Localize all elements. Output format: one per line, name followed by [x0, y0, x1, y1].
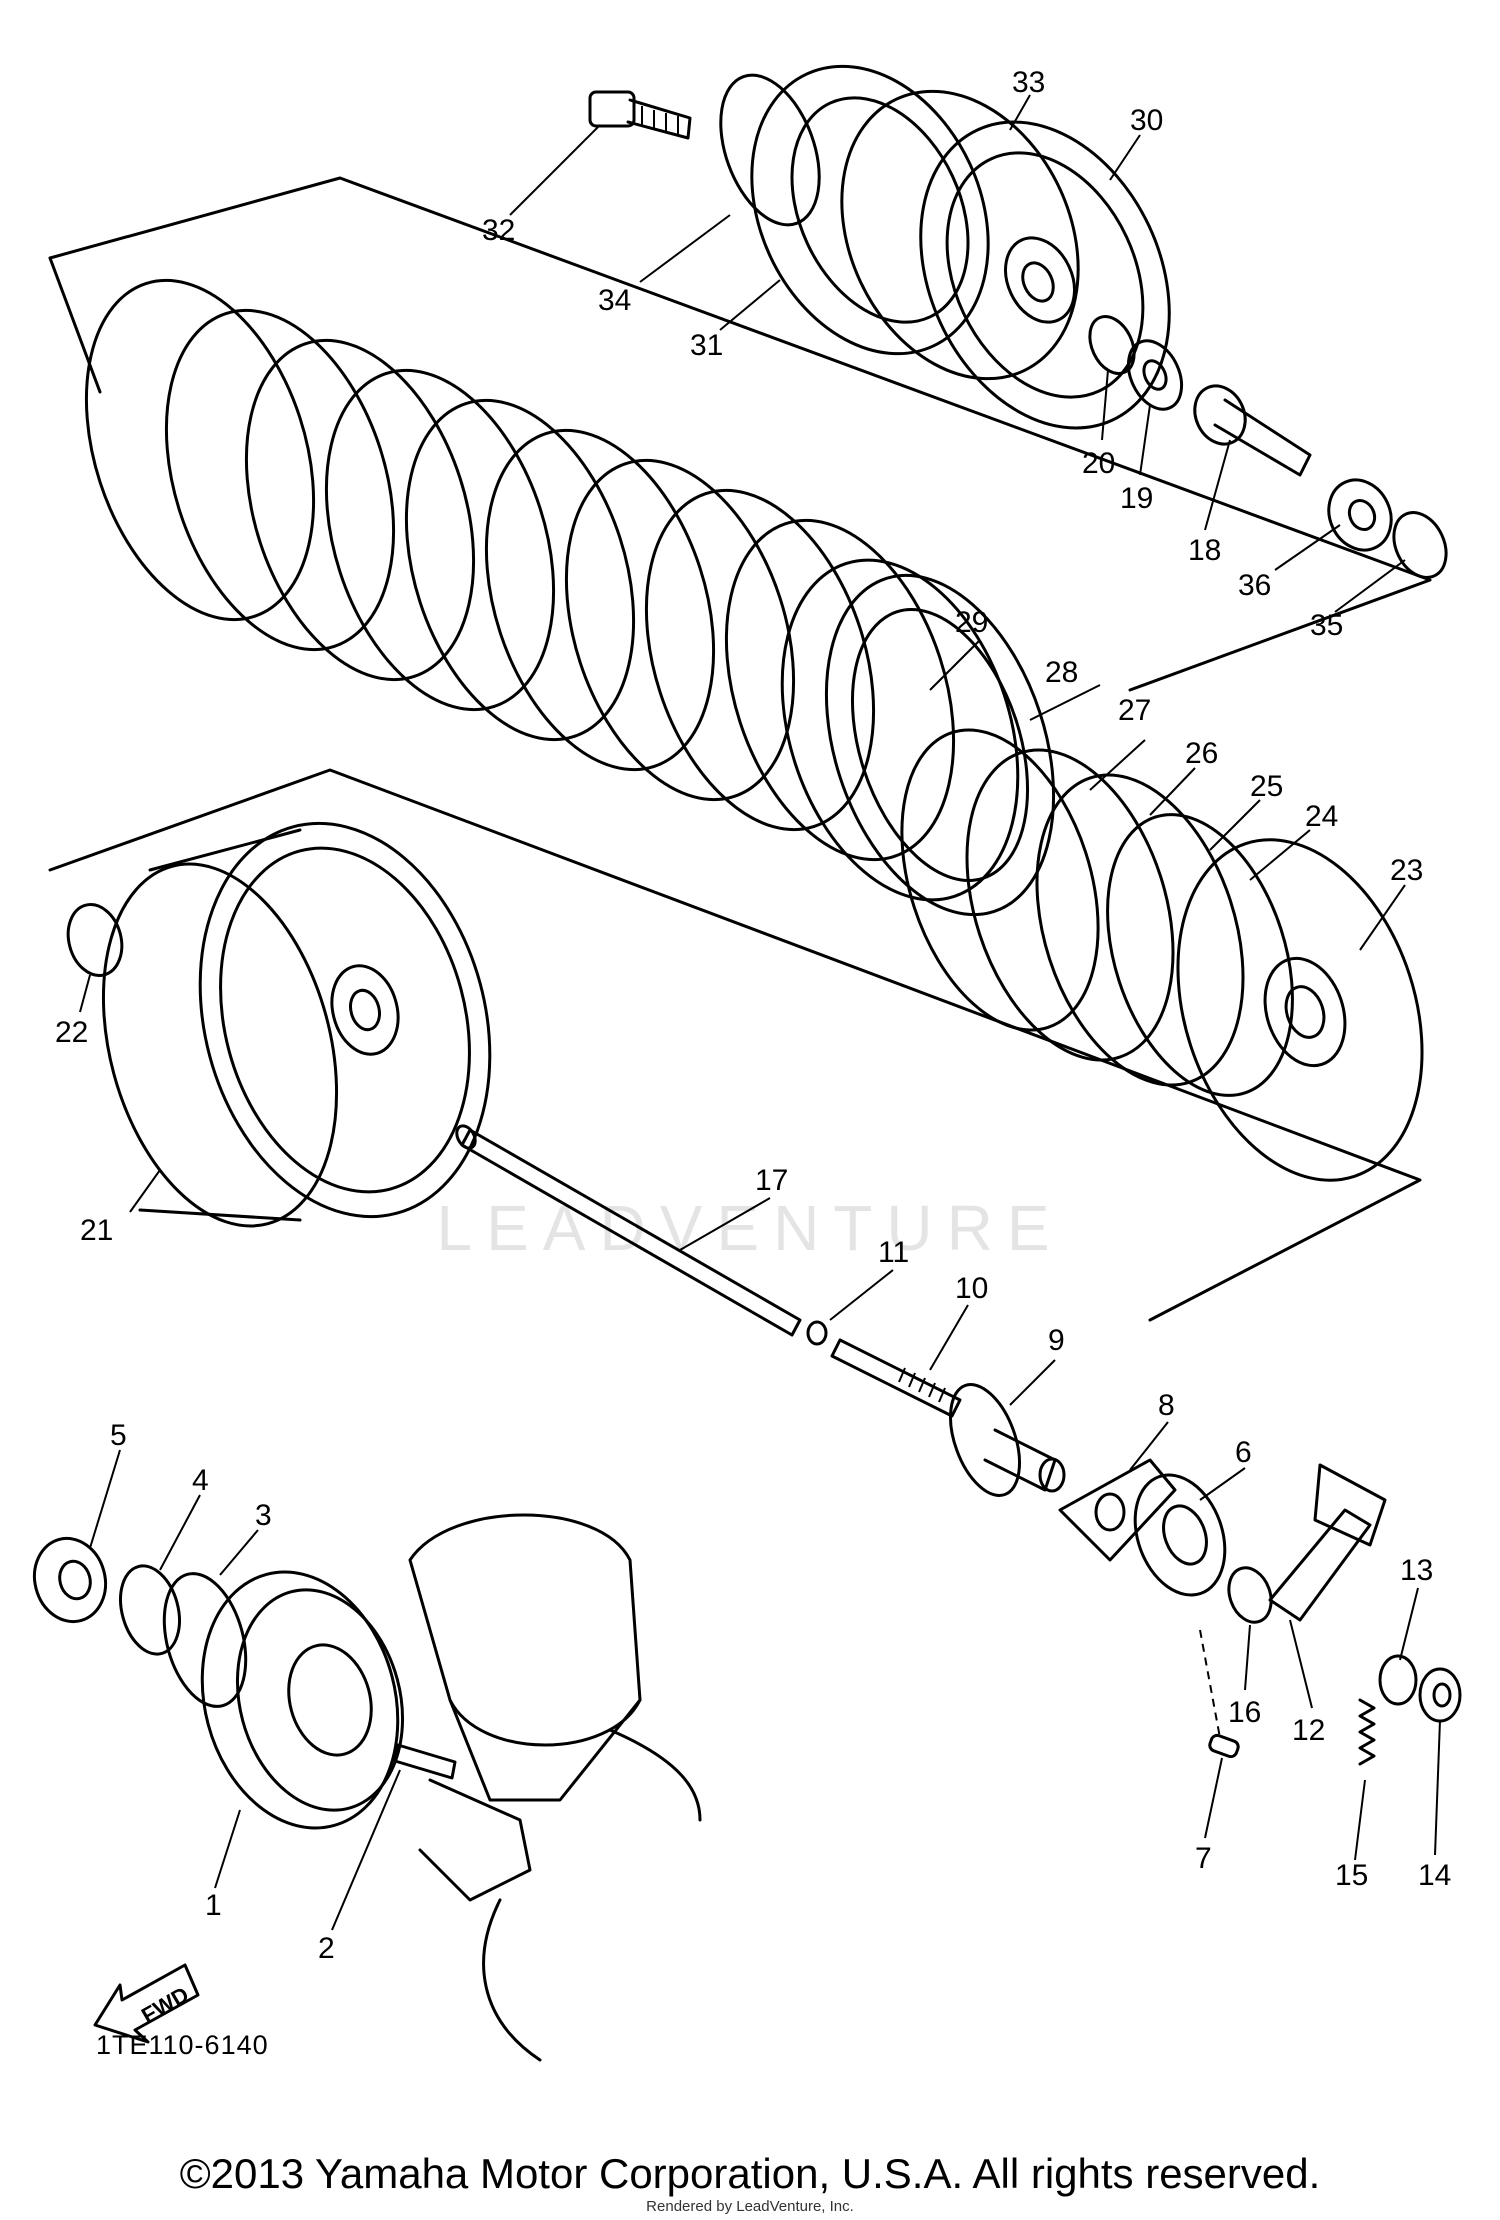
callout-22: 22 — [55, 1016, 88, 1049]
part-25-spring-seat — [1035, 773, 1245, 1087]
part-10-push-rod — [830, 1338, 962, 1418]
callout-20: 20 — [1082, 447, 1115, 480]
callout-24: 24 — [1305, 800, 1338, 833]
part-18-push-rod — [1193, 384, 1312, 477]
part-6-oil-seal — [1133, 1473, 1227, 1597]
part-30-pressure-plate — [919, 120, 1171, 430]
part-33-circlip — [840, 89, 1080, 381]
part-15-spring — [1358, 1698, 1376, 1766]
part-16-bushing — [1227, 1566, 1273, 1624]
callout-27: 27 — [1118, 694, 1151, 727]
callout-12: 12 — [1292, 1714, 1325, 1747]
part-9-push-lever-shaft — [949, 1383, 1066, 1497]
callout-18: 18 — [1188, 534, 1221, 567]
callout-8: 8 — [1158, 1389, 1175, 1422]
callout-31: 31 — [690, 329, 723, 362]
callout-26: 26 — [1185, 737, 1218, 770]
part-34-plate — [719, 73, 821, 227]
callout-33: 33 — [1012, 66, 1045, 99]
part-1-primary-drive-gear — [200, 1570, 405, 1830]
part-4-lock-washer — [119, 1564, 181, 1656]
callout-10: 10 — [955, 1272, 988, 1305]
part-19-bearing — [1126, 339, 1184, 411]
clutch-plate-stack — [84, 278, 956, 862]
part-24-clutch-boss — [1106, 813, 1294, 1097]
callout-4: 4 — [192, 1464, 209, 1497]
callout-16: 16 — [1228, 1696, 1261, 1729]
part-17-push-rod — [455, 1124, 802, 1337]
part-5-nut — [32, 1536, 108, 1624]
copyright-notice: ©2013 Yamaha Motor Corporation, U.S.A. A… — [179, 2150, 1321, 2197]
callout-15: 15 — [1335, 1859, 1368, 1892]
callout-11: 11 — [878, 1236, 909, 1269]
part-12-lever — [1268, 1463, 1387, 1622]
callout-9: 9 — [1048, 1324, 1065, 1357]
callouts: 1 2 3 4 5 6 7 8 9 10 11 12 13 14 15 16 1… — [55, 66, 1451, 1965]
crankshaft-reference — [408, 1513, 702, 2062]
part-7-pin — [1199, 1629, 1240, 1759]
callout-35: 35 — [1310, 609, 1343, 642]
callout-30: 30 — [1130, 104, 1163, 137]
callout-3: 3 — [255, 1499, 272, 1532]
part-13-washer — [1378, 1654, 1418, 1706]
part-2-woodruff-key — [393, 1743, 457, 1780]
callout-29: 29 — [955, 606, 988, 639]
part-3-plate — [162, 1572, 248, 1708]
leader-lines — [79, 94, 1441, 1931]
part-20-washer — [1088, 315, 1136, 375]
part-31-friction-plate — [750, 64, 990, 356]
callout-32: 32 — [482, 214, 515, 247]
callout-19: 19 — [1120, 482, 1153, 515]
callout-13: 13 — [1400, 1554, 1433, 1587]
lower-assembly-outline — [48, 768, 1422, 1322]
callout-23: 23 — [1390, 854, 1423, 887]
part-11-ball — [806, 1320, 828, 1346]
callout-34: 34 — [598, 284, 631, 317]
part-21-clutch-housing — [101, 821, 492, 1228]
part-26-clutch-plate — [965, 748, 1175, 1062]
callout-1: 1 — [205, 1889, 222, 1922]
callout-25: 25 — [1250, 770, 1283, 803]
callout-28: 28 — [1045, 656, 1078, 689]
part-8-plate — [1058, 1458, 1177, 1562]
callout-21: 21 — [80, 1214, 113, 1247]
rendered-by-notice: Rendered by LeadVenture, Inc. — [646, 2198, 854, 2215]
drawing-code: 1TE110-6140 — [96, 2030, 269, 2060]
part-28-friction-plate — [824, 573, 1056, 917]
part-36-nut — [1327, 478, 1393, 552]
callout-5: 5 — [110, 1419, 127, 1452]
part-29-friction-plate — [780, 558, 1020, 902]
callout-14: 14 — [1418, 1859, 1451, 1892]
callout-7: 7 — [1195, 1842, 1212, 1875]
part-35-lock-washer — [1392, 511, 1448, 579]
watermark: LEADVENTURE — [437, 1192, 1064, 1264]
part-14-nut — [1418, 1667, 1462, 1723]
part-22-lock-washer — [66, 903, 124, 977]
upper-assembly-outline — [48, 176, 1432, 692]
callout-6: 6 — [1235, 1436, 1252, 1469]
part-23-clutch-boss-plate — [1176, 838, 1424, 1182]
callout-17: 17 — [755, 1164, 788, 1197]
callout-36: 36 — [1238, 569, 1271, 602]
part-32-bolt — [588, 90, 692, 140]
part-27-cushion-ring — [900, 728, 1100, 1032]
callout-2: 2 — [318, 1932, 335, 1965]
